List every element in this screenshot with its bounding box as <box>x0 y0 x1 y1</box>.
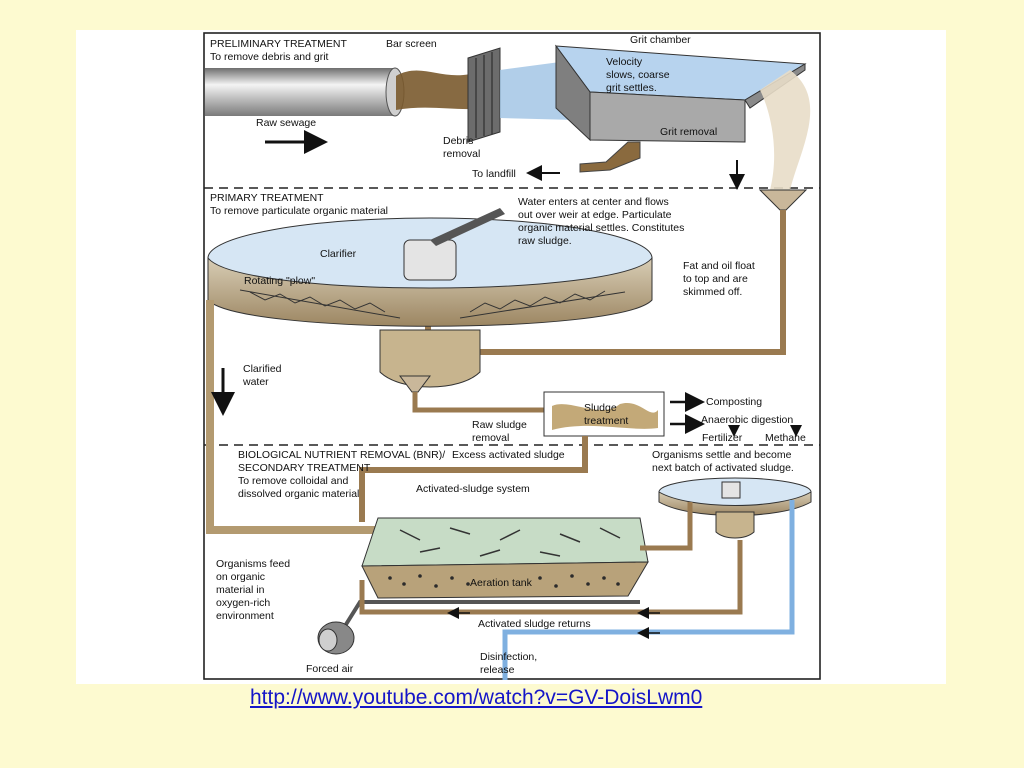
sludge-funnel <box>399 375 431 393</box>
forced-air-label: Forced air <box>306 663 354 675</box>
fat-oil-label: skimmed off. <box>683 286 742 298</box>
grit-chamber <box>554 44 807 143</box>
debris-removal-label: Debris <box>443 135 473 147</box>
methane-label: Methane <box>765 432 806 444</box>
grit-outlet <box>579 141 641 173</box>
forced-air-blower <box>317 621 355 655</box>
activated-returns-label: Activated sludge returns <box>478 618 591 630</box>
water-enters-label: Water enters at center and flows <box>518 196 669 208</box>
inlet-pipe <box>205 68 395 116</box>
secondary-subheading: To remove colloidal and <box>238 475 348 487</box>
sludge-treatment-label: Sludge <box>584 402 617 414</box>
excess-sludge-label: Excess activated sludge <box>452 449 565 461</box>
raw-sludge-label: removal <box>472 432 509 444</box>
source-link[interactable]: http://www.youtube.com/watch?v=GV-DoisLw… <box>250 686 703 709</box>
organisms-settle-label: Organisms settle and become <box>652 449 792 461</box>
velocity-label: slows, coarse <box>606 69 670 81</box>
organisms-feed-label: Organisms feed <box>216 558 290 570</box>
water-enters-label: organic material settles. Constitutes <box>518 222 684 234</box>
aeration-bubbles <box>388 574 620 588</box>
primary-subheading: To remove particulate organic material <box>210 205 388 217</box>
velocity-label: Velocity <box>606 56 643 68</box>
aeration-tank-label: Aeration tank <box>470 577 533 589</box>
secondary-heading: SECONDARY TREATMENT <box>238 462 371 474</box>
wastewater-treatment-diagram: PRELIMINARY TREATMENT To remove debris a… <box>203 32 821 680</box>
water-enters-label: raw sludge. <box>518 235 572 247</box>
organisms-feed-label: material in <box>216 584 265 596</box>
preliminary-heading: PRELIMINARY TREATMENT <box>210 38 348 50</box>
excess-sludge-pipe <box>359 436 588 522</box>
to-landfill-label: To landfill <box>472 168 516 180</box>
disinfection-label: release <box>480 664 515 676</box>
primary-heading: PRIMARY TREATMENT <box>210 192 324 204</box>
fertilizer-label: Fertilizer <box>702 432 743 444</box>
raw-sludge-label: Raw sludge <box>472 419 527 431</box>
organisms-feed-label: oxygen-rich <box>216 597 270 609</box>
organisms-feed-label: environment <box>216 610 274 622</box>
clarifier-tank <box>207 208 653 388</box>
preliminary-subheading: To remove debris and grit <box>210 51 329 63</box>
rotating-plow <box>239 289 626 319</box>
fat-oil-label: to top and are <box>683 273 748 285</box>
grit-removal-label: Grit removal <box>660 126 717 138</box>
secondary-clarifier <box>658 477 812 539</box>
slide-panel: PRELIMINARY TREATMENT To remove debris a… <box>76 30 946 684</box>
bar-screen <box>467 47 501 143</box>
water-enters-label: out over weir at edge. Particulate <box>518 209 672 221</box>
composting-label: Composting <box>706 396 762 408</box>
fat-oil-label: Fat and oil float <box>683 260 755 272</box>
anaerobic-label: Anaerobic digestion <box>701 414 793 426</box>
grit-chamber-label: Grit chamber <box>630 34 691 46</box>
aeration-tank <box>361 517 649 599</box>
disinfection-label: Disinfection, <box>480 651 537 663</box>
rotating-plow-label: Rotating "plow" <box>244 275 315 287</box>
activated-system-label: Activated-sludge system <box>416 483 530 495</box>
clarified-water-label: Clarified <box>243 363 282 375</box>
clarified-water-label: water <box>242 376 269 388</box>
overflow-stream <box>760 70 811 190</box>
clarified-water-pipe <box>206 300 378 534</box>
raw-sewage-label: Raw sewage <box>256 117 316 129</box>
raw-sludge-pipe <box>412 392 546 413</box>
secondary-heading: BIOLOGICAL NUTRIENT REMOVAL (BNR)/ <box>238 449 445 461</box>
organisms-settle-label: next batch of activated sludge. <box>652 462 794 474</box>
sludge-treatment-label: treatment <box>584 415 628 427</box>
sewage-flow <box>396 70 485 110</box>
velocity-label: grit settles. <box>606 82 657 94</box>
clarifier-label: Clarifier <box>320 248 357 260</box>
bar-screen-label: Bar screen <box>386 38 437 50</box>
sludge-return-pipe <box>359 540 743 615</box>
debris-removal-label: removal <box>443 148 480 160</box>
organisms-feed-label: on organic <box>216 571 265 583</box>
secondary-subheading: dissolved organic material <box>238 488 359 500</box>
tank-to-clarifier-pipe <box>640 502 693 551</box>
